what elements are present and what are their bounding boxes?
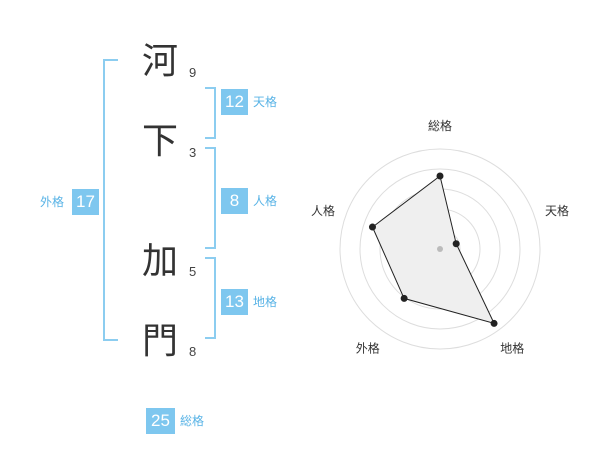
chikaku-value-badge: 13: [221, 289, 248, 315]
radar-axis-label-1: 総格: [428, 118, 452, 133]
jinkaku-label: 人格: [253, 194, 278, 208]
chikaku-bracket: [205, 257, 216, 339]
radar-axis-label-5: 人格: [311, 203, 335, 218]
radar-point-4: [400, 294, 408, 302]
radar-point-1: [436, 172, 444, 180]
tenkaku-bracket: [205, 87, 216, 139]
radar-ring-4: [359, 168, 521, 330]
soukaku-value-badge: 25: [146, 408, 175, 434]
gaikaku-bracket: [103, 59, 118, 341]
jinkaku-value-badge: 8: [221, 188, 248, 214]
stroke-count-2: 3: [189, 145, 197, 160]
tenkaku-value-badge: 12: [221, 89, 248, 115]
radar-axis-label-3: 地格: [500, 341, 524, 356]
name-char-3: 加: [141, 241, 178, 282]
radar-ring-5: [339, 148, 541, 350]
radar-axis-label-2: 天格: [545, 203, 569, 218]
jinkaku-bracket: [205, 147, 216, 249]
radar-point-3: [490, 319, 498, 327]
name-char-2: 下: [141, 121, 178, 162]
name-char-4: 門: [141, 321, 178, 362]
radar-polygon: [371, 175, 496, 325]
tenkaku-label: 天格: [253, 95, 278, 109]
soukaku-label: 総格: [180, 414, 205, 428]
radar-point-2: [452, 240, 460, 248]
stroke-count-3: 5: [189, 264, 197, 279]
radar-axis-label-4: 外格: [356, 341, 380, 356]
gaikaku-label: 外格: [40, 195, 65, 209]
chikaku-label: 地格: [253, 295, 278, 309]
radar-point-5: [368, 223, 376, 231]
stroke-count-4: 8: [189, 344, 197, 359]
name-char-1: 河: [141, 41, 178, 82]
gaikaku-value-badge: 17: [72, 189, 99, 215]
radar-center-dot: [437, 246, 443, 252]
stroke-count-1: 9: [189, 65, 197, 80]
